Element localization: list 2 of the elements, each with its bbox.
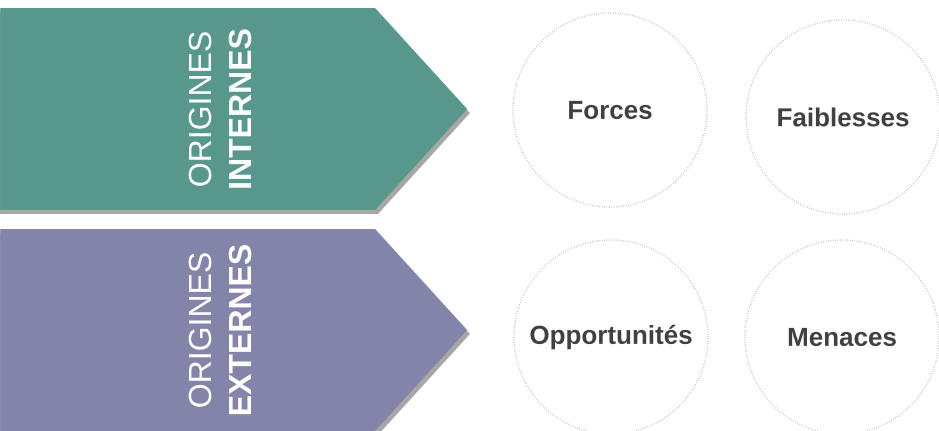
arrow-banner: ORIGINES INTERNES [0,8,470,214]
arrow-banner: ORIGINES EXTERNES [0,229,470,431]
